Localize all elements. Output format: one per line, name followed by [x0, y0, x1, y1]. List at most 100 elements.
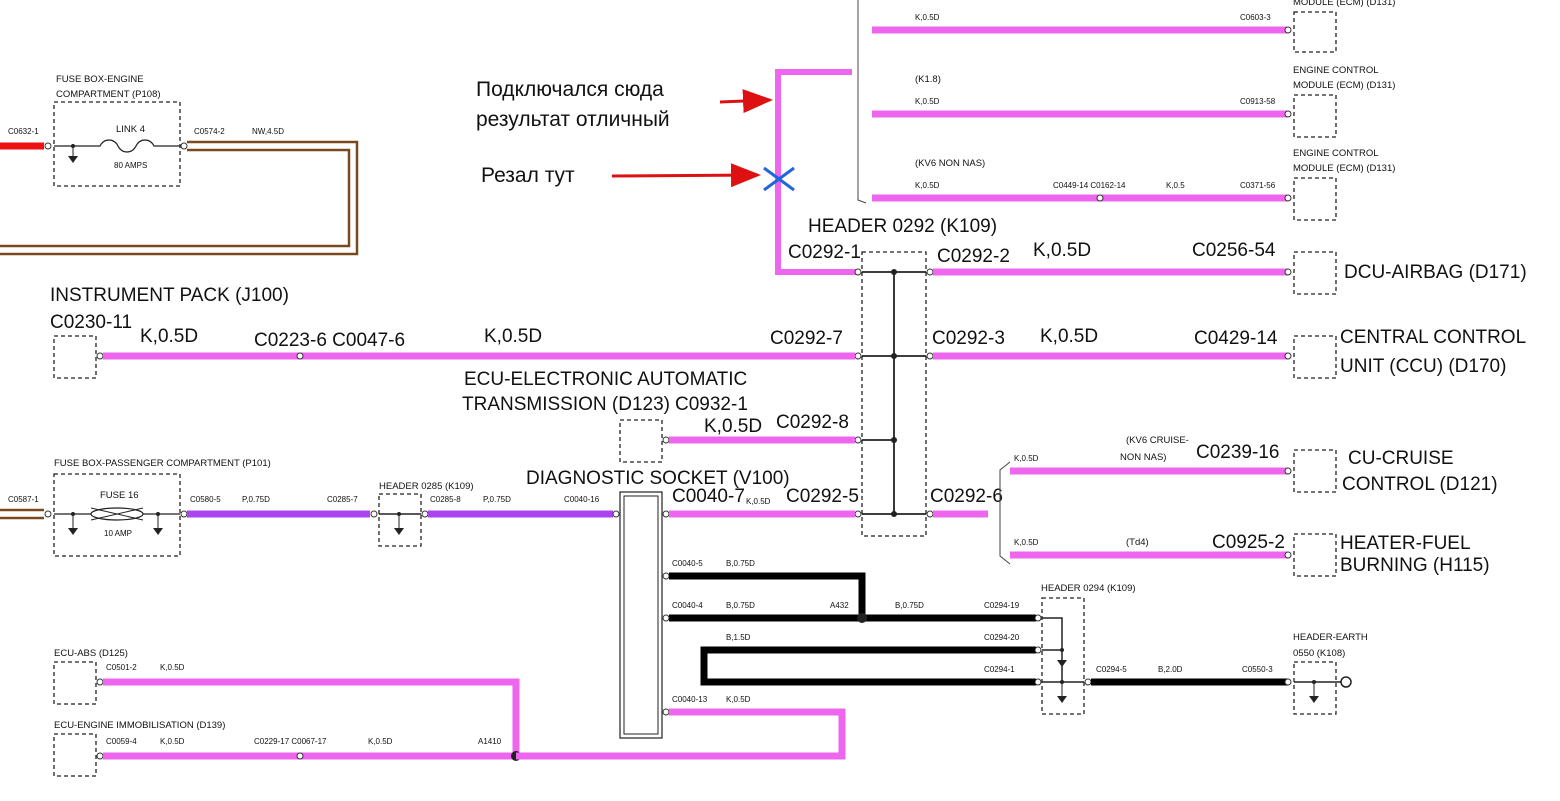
wire-brown-nw-inner [0, 148, 351, 248]
conn-c0040-4: C0040-4 [672, 601, 703, 610]
wire-c0292-1-feed [775, 69, 858, 275]
link-4-amps: 80 AMPS [114, 161, 147, 170]
ccu-label-1: CENTRAL CONTROL [1340, 327, 1526, 348]
conn-c0285-8: C0285-8 [430, 495, 461, 504]
wire-label-b3: B,0.75D [895, 601, 924, 610]
ground-symbol-header-0294-b [1057, 682, 1067, 703]
ground-symbol-fuse-engine [68, 146, 78, 163]
wire-label-cruise: K,0.5D [1014, 454, 1039, 463]
conn-c0294-5: C0294-5 [1096, 665, 1127, 674]
conn-c0574-2: C0574-2 [194, 127, 225, 136]
wire-label-diag: K,0.5D [746, 497, 771, 506]
wire-label-heater: K,0.5D [1014, 538, 1039, 547]
ecm2-title2: MODULE (ECM) (D131) [1293, 80, 1395, 91]
wire-label-diag-lower: K,0.5D [726, 695, 751, 704]
node-c0550-3 [1284, 678, 1292, 686]
annotation-connected-1: Подключался сюда [476, 78, 664, 101]
node-c0040-5 [662, 572, 670, 580]
node-splice-c0229 [296, 752, 304, 760]
header-0294-title: HEADER 0294 (K109) [1041, 583, 1136, 594]
label-c0292-5: C0292-5 [786, 486, 859, 507]
ecm1-title: MODULE (ECM) (D131) [1293, 0, 1395, 8]
annotation-cut: Резал тут [481, 164, 575, 187]
wire-label-abs: K,0.5D [160, 663, 185, 672]
header-0285-tap [397, 512, 401, 516]
cruise-label-1: CU-CRUISE [1348, 448, 1454, 469]
ecu-eat-title1: ECU-ELECTRONIC AUTOMATIC [464, 369, 747, 390]
wire-label-immob-1: K,0.5D [160, 737, 185, 746]
fuse-engine-tap [71, 144, 75, 148]
header-earth-tap [1312, 680, 1316, 684]
wire-label-dcu: K,0.5D [1033, 240, 1091, 261]
fuse-box-pass [53, 473, 181, 557]
ecu-immob-title: ECU-ENGINE IMMOBILISATION (D139) [54, 720, 225, 731]
header-earth-title2: 0550 (K108) [1293, 648, 1345, 659]
heater-label-2: BURNING (H115) [1340, 555, 1490, 576]
node-c0292-5 [854, 510, 862, 518]
ecm2-variant: (K1.8) [915, 74, 941, 85]
node-c0292-6 [926, 510, 934, 518]
wire-label-instr-2: K,0.5D [484, 326, 542, 347]
conn-c0932-1: C0932-1 [675, 394, 748, 415]
node-splice-c0223 [296, 352, 304, 360]
conn-ecm3: C0371-56 [1240, 181, 1276, 190]
conn-c0040-16: C0040-16 [564, 495, 600, 504]
node-ecm3 [1284, 194, 1292, 202]
splice-a432 [857, 613, 867, 623]
header-0292-junction3 [891, 437, 897, 443]
wire-ecu-abs [103, 678, 520, 756]
heater-variant: (Td4) [1126, 537, 1149, 548]
header-earth-title1: HEADER-EARTH [1293, 632, 1368, 643]
diag-socket-inner [623, 495, 659, 735]
ecm3-box [1293, 177, 1337, 221]
wire-label-purple-2: P,0.75D [483, 495, 511, 504]
node-c0294-19 [1034, 614, 1042, 622]
conn-c0550-3: C0550-3 [1242, 665, 1273, 674]
cruise-label-2: CONTROL (D121) [1342, 474, 1498, 495]
conn-c0256-54: C0256-54 [1192, 240, 1276, 261]
earth-eyelet-icon [1340, 676, 1352, 688]
wire-label-b4: B,1.5D [726, 633, 751, 642]
node-c0256-54 [1284, 268, 1292, 276]
conn-c0501-2: C0501-2 [106, 663, 137, 672]
wire-label-ecm3b: K,0.5 [1166, 181, 1185, 190]
instrument-pack-box [53, 335, 97, 379]
ecm2-box [1293, 94, 1337, 138]
splice-c0223-c0047: C0223-6 C0047-6 [254, 330, 405, 351]
node-c0501-2 [96, 678, 104, 686]
conn-c0040-5: C0040-5 [672, 559, 703, 568]
conn-c0239-16: C0239-16 [1196, 442, 1279, 463]
wire-earth-loop [700, 646, 1036, 686]
ecm-bracket [857, 0, 867, 204]
instrument-pack-title: INSTRUMENT PACK (J100) [50, 285, 289, 306]
node-c0587-1 [44, 510, 52, 518]
wire-label-eat: K,0.5D [704, 416, 762, 437]
junction-a1410-label: A1410 [478, 737, 502, 746]
conn-c0285-7: C0285-7 [327, 495, 358, 504]
label-c0292-6: C0292-6 [930, 486, 1003, 507]
fuse-box-engine [53, 101, 181, 187]
fuse-box-engine-title2: COMPARTMENT (P108) [56, 89, 161, 100]
node-c0292-1 [854, 268, 862, 276]
wire-label-ecm3a: K,0.5D [915, 181, 940, 190]
conn-c0294-19: C0294-19 [984, 601, 1020, 610]
fuse-16-label: FUSE 16 [100, 490, 139, 501]
wire-label-ecm2: K,0.5D [915, 97, 940, 106]
wire-label-immob-2: K,0.5D [368, 737, 393, 746]
node-c0239-16 [1284, 467, 1292, 475]
fuse-16-diag-b [90, 507, 144, 521]
fuse-pass-tap-left [71, 512, 75, 516]
node-c0285-8 [421, 510, 429, 518]
header-0292-title: HEADER 0292 (K109) [808, 216, 997, 237]
conn-ecm1: C0603-3 [1240, 13, 1271, 22]
ccu-box [1293, 335, 1337, 379]
splice-a432-label: A432 [830, 601, 849, 610]
node-c0040-13 [662, 708, 670, 716]
cruise-variant-2: NON NAS) [1120, 452, 1166, 463]
label-c0292-2: C0292-2 [937, 246, 1010, 267]
dcu-airbag-label: DCU-AIRBAG (D171) [1344, 262, 1527, 283]
header-0294-box [1041, 597, 1085, 715]
node-c0292-2 [926, 268, 934, 276]
arrow-cut [611, 163, 761, 188]
wire-diag-c0040-13 [516, 708, 846, 760]
